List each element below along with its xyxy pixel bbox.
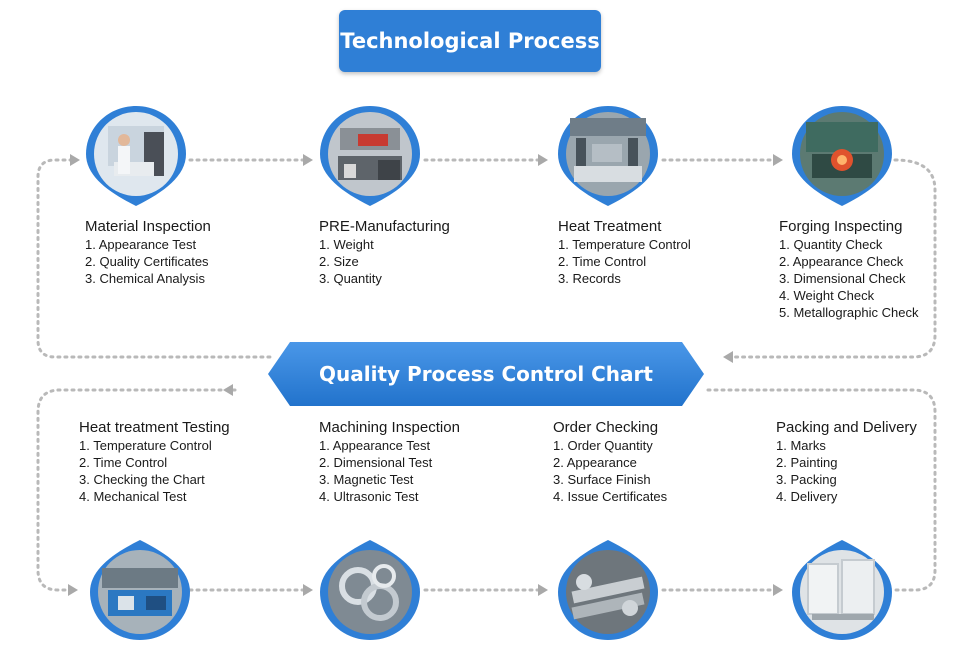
pin-order-checking — [558, 540, 658, 640]
list-item: 5. Metallographic Check — [779, 305, 919, 320]
step-list: 1. Appearance Test 2. Dimensional Test 3… — [319, 437, 460, 505]
banner-title-box: Quality Process Control Chart — [268, 342, 704, 406]
list-item: 2. Size — [319, 254, 359, 269]
step-list: 1. Temperature Control 2. Time Control 3… — [558, 236, 691, 287]
list-item: 1. Weight — [319, 237, 374, 252]
step-list: 1. Weight 2. Size 3. Quantity — [319, 236, 450, 287]
step-title: PRE-Manufacturing — [319, 218, 450, 235]
list-item: 4. Weight Check — [779, 288, 875, 303]
arrow-mid-right — [723, 351, 733, 363]
list-item: 1. Quantity Check — [779, 237, 883, 252]
step-heat-treatment-testing: Heat treatment Testing 1. Temperature Co… — [79, 419, 230, 505]
list-item: 3. Records — [558, 271, 621, 286]
arrow-bottom-1 — [303, 584, 313, 596]
list-item: 2. Painting — [776, 455, 838, 470]
list-item: 1. Marks — [776, 438, 826, 453]
arrow-top-3 — [773, 154, 783, 166]
step-list: 1. Appearance Test 2. Quality Certificat… — [85, 236, 211, 287]
list-item: 1. Temperature Control — [79, 438, 212, 453]
list-item: 4. Ultrasonic Test — [319, 489, 419, 504]
loop-bottom-left — [36, 388, 237, 592]
step-title: Heat treatment Testing — [79, 419, 230, 436]
step-title: Material Inspection — [85, 218, 211, 235]
banner-title: Quality Process Control Chart — [319, 362, 653, 386]
step-material-inspection: Material Inspection 1. Appearance Test 2… — [85, 218, 211, 287]
list-item: 1. Appearance Test — [85, 237, 197, 252]
step-machining-inspection: Machining Inspection 1. Appearance Test … — [319, 419, 460, 505]
header-title: Technological Process — [340, 29, 600, 53]
list-item: 4. Issue Certificates — [553, 489, 668, 504]
arrow-top-1 — [303, 154, 313, 166]
list-item: 4. Mechanical Test — [79, 489, 187, 504]
list-item: 2. Time Control — [79, 455, 168, 470]
step-title: Forging Inspecting — [779, 218, 903, 235]
step-packing-and-delivery: Packing and Delivery 1. Marks 2. Paintin… — [776, 419, 917, 505]
list-item: 1. Order Quantity — [553, 438, 653, 453]
step-list: 1. Marks 2. Painting 3. Packing 4. Deliv… — [776, 437, 917, 505]
step-heat-treatment: Heat Treatment 1. Temperature Control 2.… — [558, 218, 691, 287]
banner-shape — [268, 342, 704, 406]
list-item: 3. Chemical Analysis — [85, 271, 205, 286]
pin-packing-and-delivery — [792, 540, 892, 640]
pin-machining-inspection — [320, 540, 420, 640]
list-item: 1. Temperature Control — [558, 237, 691, 252]
step-list: 1. Order Quantity 2. Appearance 3. Surfa… — [553, 437, 667, 505]
list-item: 3. Quantity — [319, 271, 382, 286]
loop-top-right — [733, 158, 937, 359]
step-forging-inspecting: Forging Inspecting 1. Quantity Check 2. … — [779, 218, 918, 321]
list-item: 2. Appearance — [553, 455, 637, 470]
list-item: 3. Dimensional Check — [779, 271, 906, 286]
pin-heat-treatment-testing — [90, 540, 190, 640]
header-title-box: Technological Process — [339, 10, 601, 72]
step-list: 1. Quantity Check 2. Appearance Check 3.… — [779, 236, 918, 321]
step-title: Order Checking — [553, 419, 659, 436]
loop-top-left — [36, 158, 274, 359]
pin-heat-treatment — [558, 106, 658, 206]
list-item: 3. Packing — [776, 472, 837, 487]
list-item: 1. Appearance Test — [319, 438, 431, 453]
pin-pre-manufacturing — [320, 106, 420, 206]
list-item: 2. Dimensional Test — [319, 455, 433, 470]
step-title: Machining Inspection — [319, 419, 460, 436]
arrow-bottom-2 — [538, 584, 548, 596]
step-list: 1. Temperature Control 2. Time Control 3… — [79, 437, 230, 505]
arrow-top-2 — [538, 154, 548, 166]
step-title: Heat Treatment — [558, 218, 662, 235]
list-item: 3. Surface Finish — [553, 472, 651, 487]
pin-forging-inspecting — [792, 106, 892, 206]
step-title: Packing and Delivery — [776, 419, 917, 436]
loop-bottom-right — [706, 388, 937, 592]
arrow-bottom-3 — [773, 584, 783, 596]
list-item: 2. Time Control — [558, 254, 647, 269]
pin-material-inspection — [86, 106, 186, 206]
arrow-bottom-0 — [68, 584, 78, 596]
list-item: 2. Appearance Check — [779, 254, 904, 269]
list-item: 3. Checking the Chart — [79, 472, 205, 487]
list-item: 3. Magnetic Test — [319, 472, 414, 487]
step-order-checking: Order Checking 1. Order Quantity 2. Appe… — [553, 419, 667, 505]
list-item: 4. Delivery — [776, 489, 838, 504]
list-item: 2. Quality Certificates — [85, 254, 209, 269]
step-pre-manufacturing: PRE-Manufacturing 1. Weight 2. Size 3. Q… — [319, 218, 450, 287]
arrow-mid-left — [223, 384, 233, 396]
arrow-top-0 — [70, 154, 80, 166]
